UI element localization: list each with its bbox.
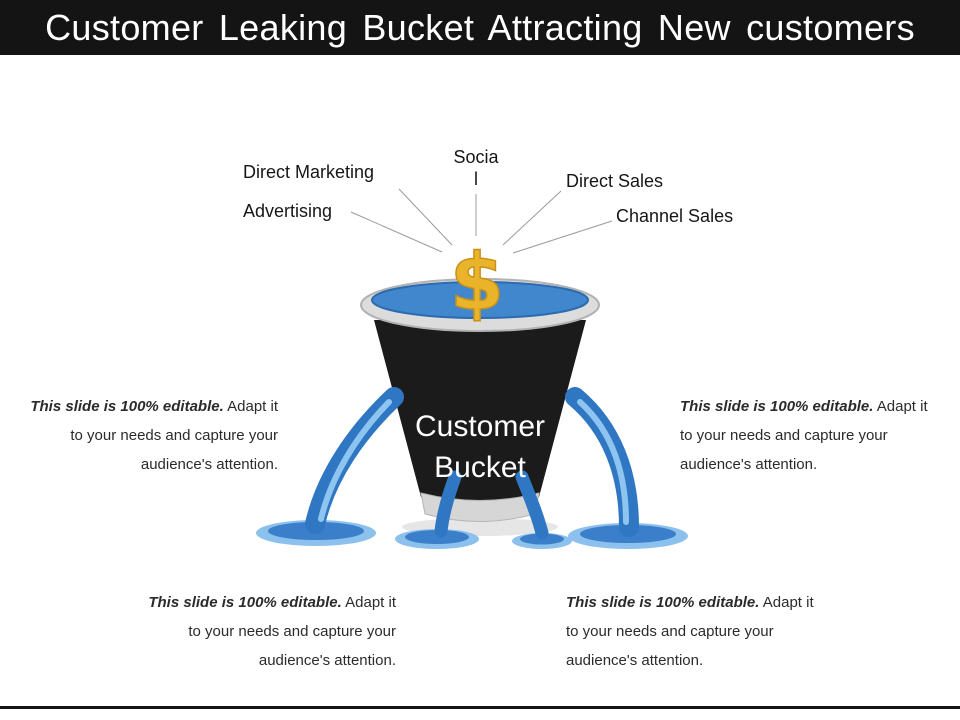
label-channel-sales: Channel Sales: [616, 206, 734, 226]
note-rest: Adapt it to your needs and capture your …: [680, 398, 928, 473]
leak-stream-center-left: [434, 470, 462, 538]
bucket-caption: Customer Bucket: [380, 406, 580, 488]
bucket-water: [371, 281, 589, 319]
bucket-caption-line2: Bucket: [434, 451, 526, 484]
leader-lines: [350, 188, 613, 254]
note-bottom-left: This slide is 100% editable. Adapt it to…: [136, 588, 396, 675]
note-lead: This slide is 100% editable.: [566, 594, 760, 611]
dollar-icon: $: [450, 238, 504, 328]
note-rest: Adapt it to your needs and capture your …: [70, 398, 278, 473]
note-bottom-right: This slide is 100% editable. Adapt it to…: [566, 588, 826, 675]
leak-stream-right: [565, 387, 639, 537]
page-title: Customer Leaking Bucket Attracting New c…: [45, 6, 915, 48]
leak-stream-left: [305, 387, 404, 534]
note-rest: Adapt it to your needs and capture your …: [188, 594, 396, 669]
label-direct-sales: Direct Sales: [566, 171, 664, 191]
bucket-body: [374, 320, 586, 504]
label-social: Socia l: [453, 147, 499, 189]
bottom-rule: [0, 706, 960, 709]
note-rest: Adapt it to your needs and capture your …: [566, 594, 814, 669]
puddle-center-left: [395, 529, 479, 549]
note-lead: This slide is 100% editable.: [30, 398, 224, 415]
note-lead: This slide is 100% editable.: [680, 398, 874, 415]
label-advertising: Advertising: [243, 201, 333, 221]
header-bar: Customer Leaking Bucket Attracting New c…: [0, 0, 960, 55]
label-direct-marketing: Direct Marketing: [243, 162, 375, 182]
note-left: This slide is 100% editable. Adapt it to…: [18, 392, 278, 479]
note-lead: This slide is 100% editable.: [148, 594, 342, 611]
leak-stream-center-right: [515, 470, 549, 540]
note-right: This slide is 100% editable. Adapt it to…: [680, 392, 940, 479]
bucket-caption-line1: Customer: [414, 410, 546, 443]
